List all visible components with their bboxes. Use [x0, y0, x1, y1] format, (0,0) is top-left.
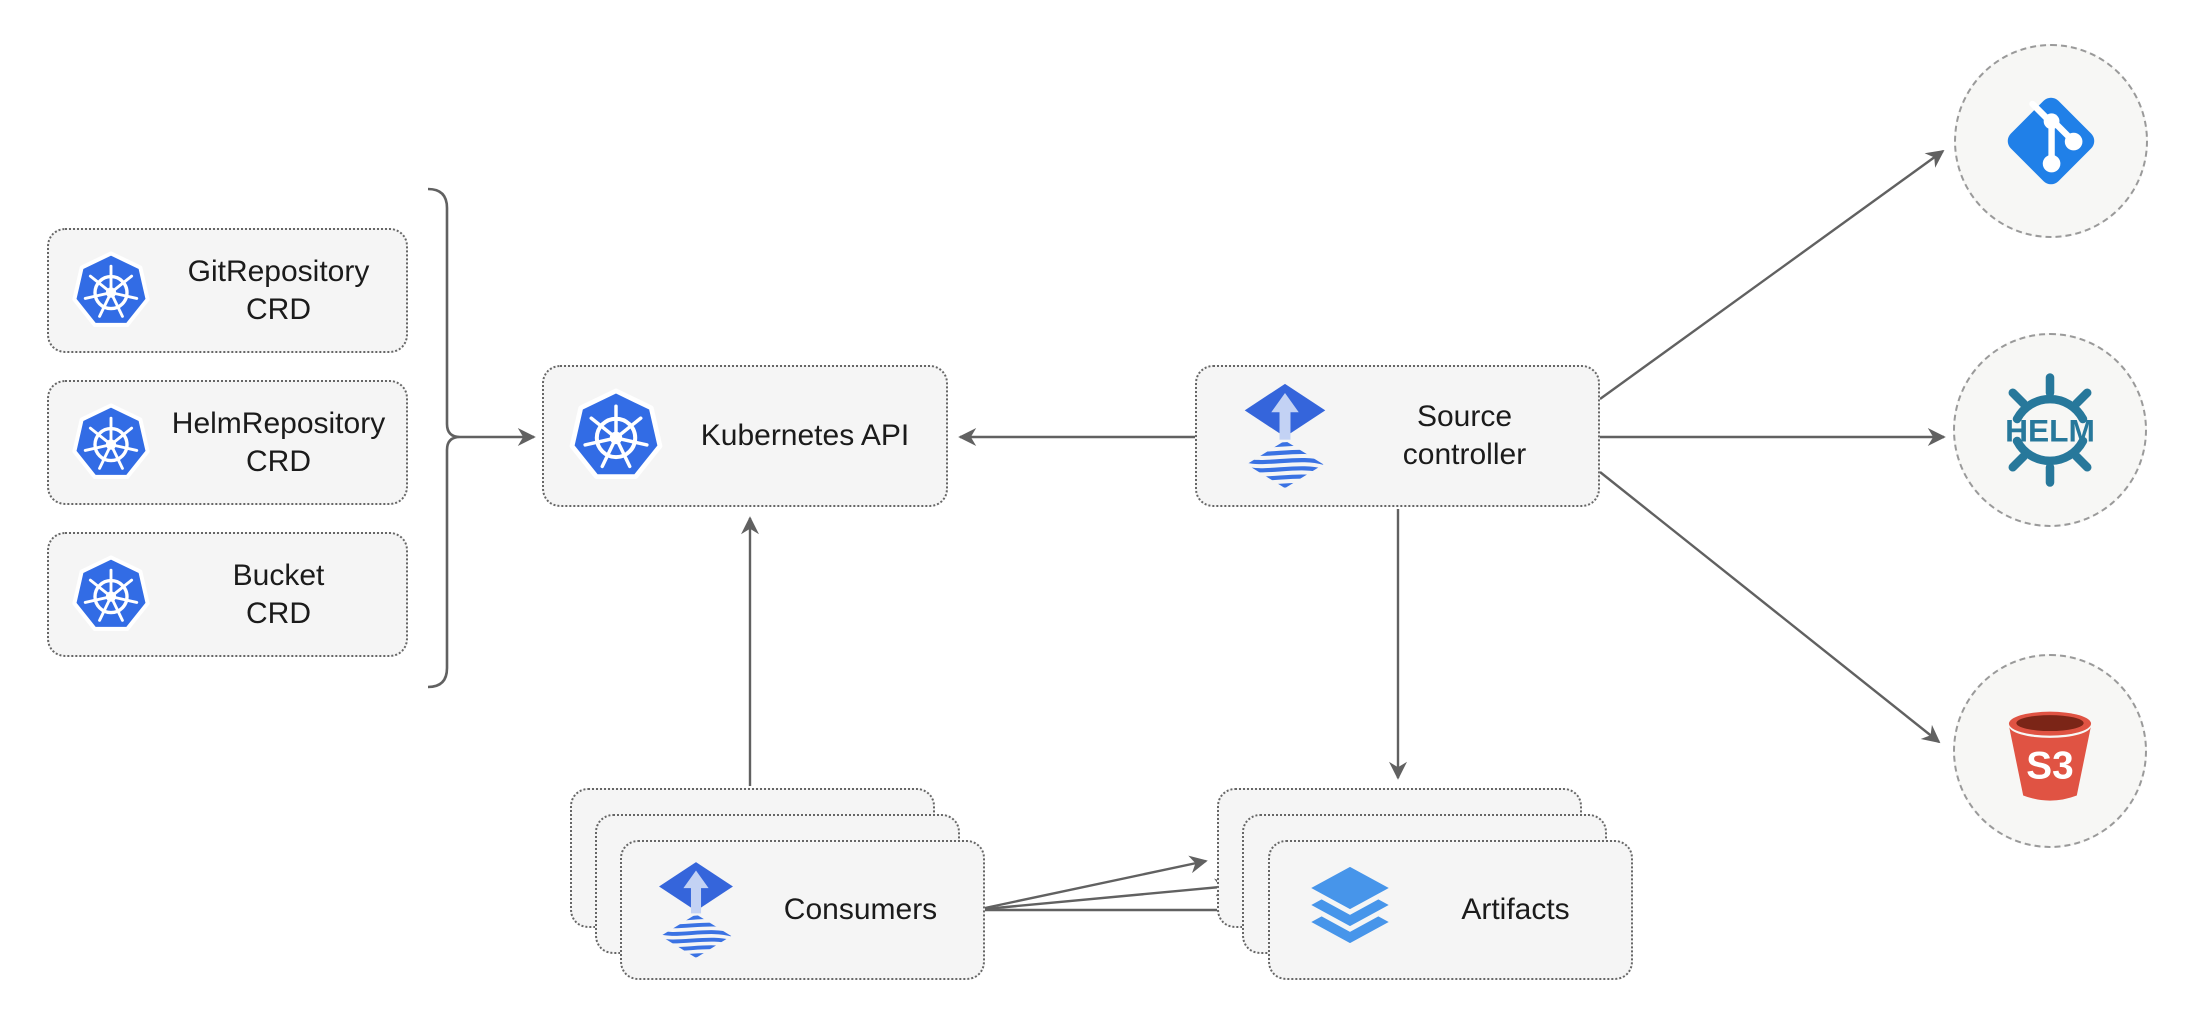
endpoint-git [1954, 44, 2148, 238]
kubernetes-icon [71, 250, 151, 331]
kubernetes-icon [71, 402, 151, 483]
kubernetes-icon [568, 388, 664, 484]
node-consumers: Consumers [620, 840, 985, 980]
helm-icon: HELM [1989, 369, 2111, 491]
node-label: Artifacts [1461, 893, 1570, 926]
node-helmrepository-crd: HelmRepository CRD [47, 380, 408, 505]
flux-icon [1239, 382, 1331, 490]
endpoint-helm: HELM [1953, 333, 2147, 527]
node-label: Source controller [1402, 400, 1527, 471]
flux-icon [654, 860, 738, 960]
node-label: HelmRepository CRD [171, 406, 386, 478]
s3-bucket-icon: S3 [1993, 694, 2107, 808]
node-consumers-stack: Consumers [570, 788, 985, 980]
git-icon [1993, 83, 2109, 199]
node-label: Kubernetes API [700, 419, 910, 452]
node-label: Bucket CRD [232, 558, 325, 630]
s3-wordmark: S3 [2026, 744, 2073, 787]
node-label: Consumers [783, 893, 938, 926]
endpoint-s3: S3 [1953, 654, 2147, 848]
node-label: GitRepository CRD [187, 254, 370, 326]
node-kubernetes-api: Kubernetes API [542, 365, 948, 507]
node-artifacts-stack: Artifacts [1217, 788, 1633, 980]
node-bucket-crd: Bucket CRD [47, 532, 408, 657]
edge-source-controller-to-s3 [1599, 471, 1941, 744]
edge-consumers-to-artifacts-middle [984, 878, 1233, 911]
node-source-controller: Source controller [1195, 365, 1600, 507]
layers-icon [1300, 860, 1400, 960]
node-artifacts: Artifacts [1268, 840, 1633, 980]
kubernetes-icon [71, 554, 151, 635]
edge-consumers-to-artifacts-back [984, 855, 1208, 910]
edge-source-controller-to-git [1599, 149, 1945, 400]
crd-group-brace [427, 187, 461, 689]
node-gitrepository-crd: GitRepository CRD [47, 228, 408, 353]
helm-wordmark: HELM [2005, 413, 2095, 449]
